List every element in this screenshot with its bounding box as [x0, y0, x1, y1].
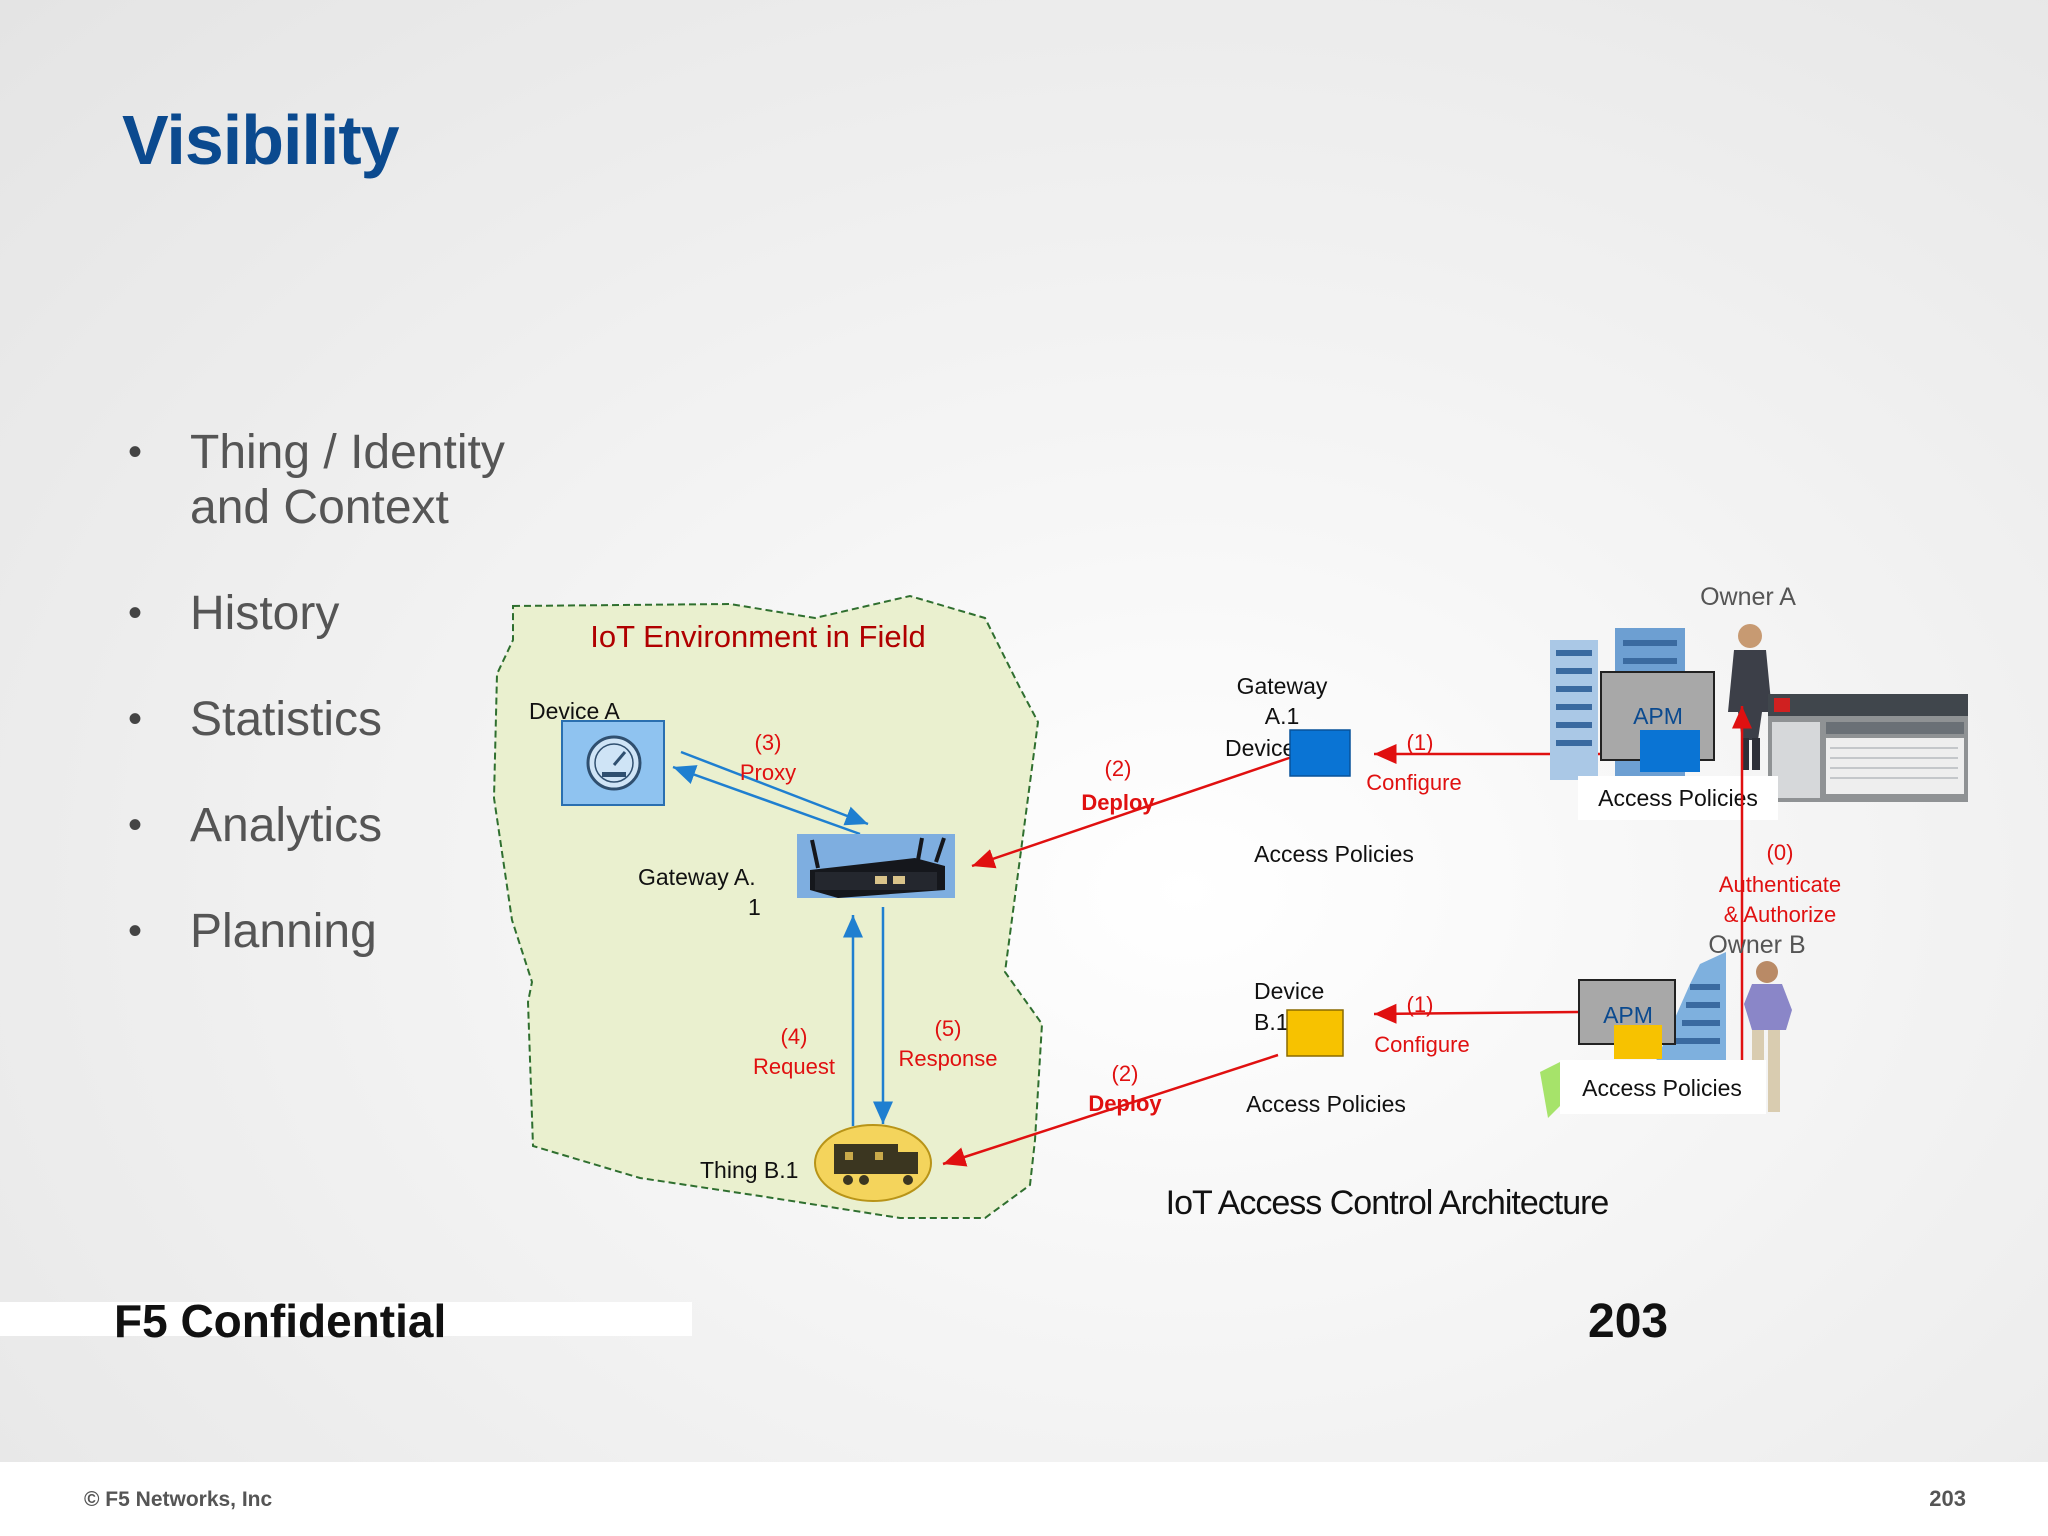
- deploy-thing-label: Deploy: [1088, 1091, 1162, 1116]
- bullet-item: • Planning: [120, 904, 520, 959]
- response-step-number: (5): [935, 1016, 962, 1041]
- footer-copyright: © F5 Networks, Inc: [84, 1488, 273, 1511]
- bullet-dot-icon: •: [128, 803, 143, 847]
- footer-page-number: 203: [1929, 1486, 1966, 1511]
- callout-shape: [1540, 1062, 1560, 1118]
- auth-label: Authenticate: [1719, 872, 1841, 897]
- access-policies-a1-label: Access Policies: [1254, 841, 1414, 867]
- proxy-label: Proxy: [740, 760, 796, 785]
- apm-a-policy-chip: [1640, 730, 1700, 772]
- iot-field-region: [492, 594, 1044, 1219]
- apm-a-label: APM: [1633, 703, 1683, 729]
- router-icon: [797, 834, 955, 898]
- deploy-arrow-gateway: [971, 755, 1293, 869]
- deploy-gateway-step-number: (2): [1105, 756, 1132, 781]
- configure-b1-step-number: (1): [1407, 992, 1434, 1017]
- access-policies-b1-label: Access Policies: [1246, 1091, 1406, 1117]
- bullet-dot-icon: •: [128, 591, 143, 635]
- bullet-text: Statistics: [190, 693, 383, 746]
- screenshot-thumbnail: [1768, 694, 1968, 802]
- auth-step-number: (0): [1767, 840, 1794, 865]
- device-b1-label: Device: [1254, 978, 1324, 1004]
- deploy-thing-step-number: (2): [1112, 1061, 1139, 1086]
- response-label: Response: [898, 1046, 997, 1071]
- access-policies-owner-b-box: [1560, 1060, 1766, 1114]
- bullet-item: • Statistics: [120, 692, 520, 747]
- confidential-band: [0, 1302, 692, 1336]
- cloud-gateway-label: Gateway: [1237, 673, 1328, 699]
- device-b1-box: [1286, 1009, 1344, 1057]
- configure-arrow-b1: [1373, 1003, 1579, 1024]
- deploy-gateway-label: Deploy: [1081, 790, 1155, 815]
- request-step-number: (4): [781, 1024, 808, 1049]
- gateway-a1-label: Gateway A.: [638, 864, 756, 890]
- proxy-arrow-to-gateway: [680, 750, 869, 826]
- bullet-text: History: [190, 587, 340, 640]
- slide-title: Visibility: [122, 101, 400, 179]
- thing-b1-label: Thing B.1: [700, 1157, 798, 1183]
- request-label: Request: [753, 1054, 835, 1079]
- diagram-caption: IoT Access Control Architecture: [1166, 1184, 1609, 1222]
- configure-b1-label: Configure: [1374, 1032, 1469, 1057]
- person-icon: [1728, 624, 1772, 770]
- bullet-item: • Analytics: [120, 798, 520, 853]
- slide-number: 203: [1588, 1295, 1669, 1348]
- bullet-text: Analytics: [190, 799, 383, 852]
- cloud-gateway-label-id: A.1: [1265, 703, 1300, 729]
- owner-a-label: Owner A: [1700, 583, 1796, 611]
- gateway-a1-device-box: [1289, 729, 1351, 777]
- bullet-dot-icon: •: [128, 430, 143, 474]
- iot-architecture-diagram: IoT Environment in Field Device A (3) Pr…: [492, 583, 1968, 1222]
- bullet-dot-icon: •: [128, 909, 143, 953]
- access-policies-owner-a-box: [1578, 776, 1778, 820]
- configure-a1-label: Configure: [1366, 770, 1461, 795]
- access-policies-owner-b-label: Access Policies: [1582, 1075, 1742, 1101]
- configure-a1-step-number: (1): [1407, 730, 1434, 755]
- truck-icon: [814, 1124, 932, 1202]
- apm-b-label: APM: [1603, 1002, 1653, 1028]
- gauge-icon: [561, 720, 665, 806]
- footer-bar: [0, 1462, 2048, 1536]
- field-title: IoT Environment in Field: [590, 619, 925, 654]
- bullet-list: • Thing / Identity and Context • History •…: [120, 425, 520, 1010]
- cloud-gateway-label-device: Device: [1225, 735, 1295, 761]
- device-a-label: Device A: [529, 698, 620, 724]
- bullet-text: Planning: [190, 905, 377, 958]
- access-policies-owner-a-label: Access Policies: [1598, 785, 1758, 811]
- deploy-arrow-thing: [942, 1053, 1279, 1167]
- bullet-item: • History: [120, 586, 520, 641]
- confidential-label: F5 Confidential: [114, 1295, 447, 1347]
- apm-b-policy-chip: [1614, 1025, 1662, 1059]
- gateway-a1-label-line2: 1: [748, 894, 761, 920]
- bullet-dot-icon: •: [128, 697, 143, 741]
- bullet-item: • Thing / Identity and Context: [120, 425, 520, 535]
- auth-label-line2: & Authorize: [1724, 902, 1837, 927]
- device-b1-label-id: B.1: [1254, 1009, 1289, 1035]
- proxy-arrow-to-device: [672, 765, 861, 836]
- bullet-text: Thing / Identity and Context: [190, 426, 505, 534]
- proxy-step-number: (3): [755, 730, 782, 755]
